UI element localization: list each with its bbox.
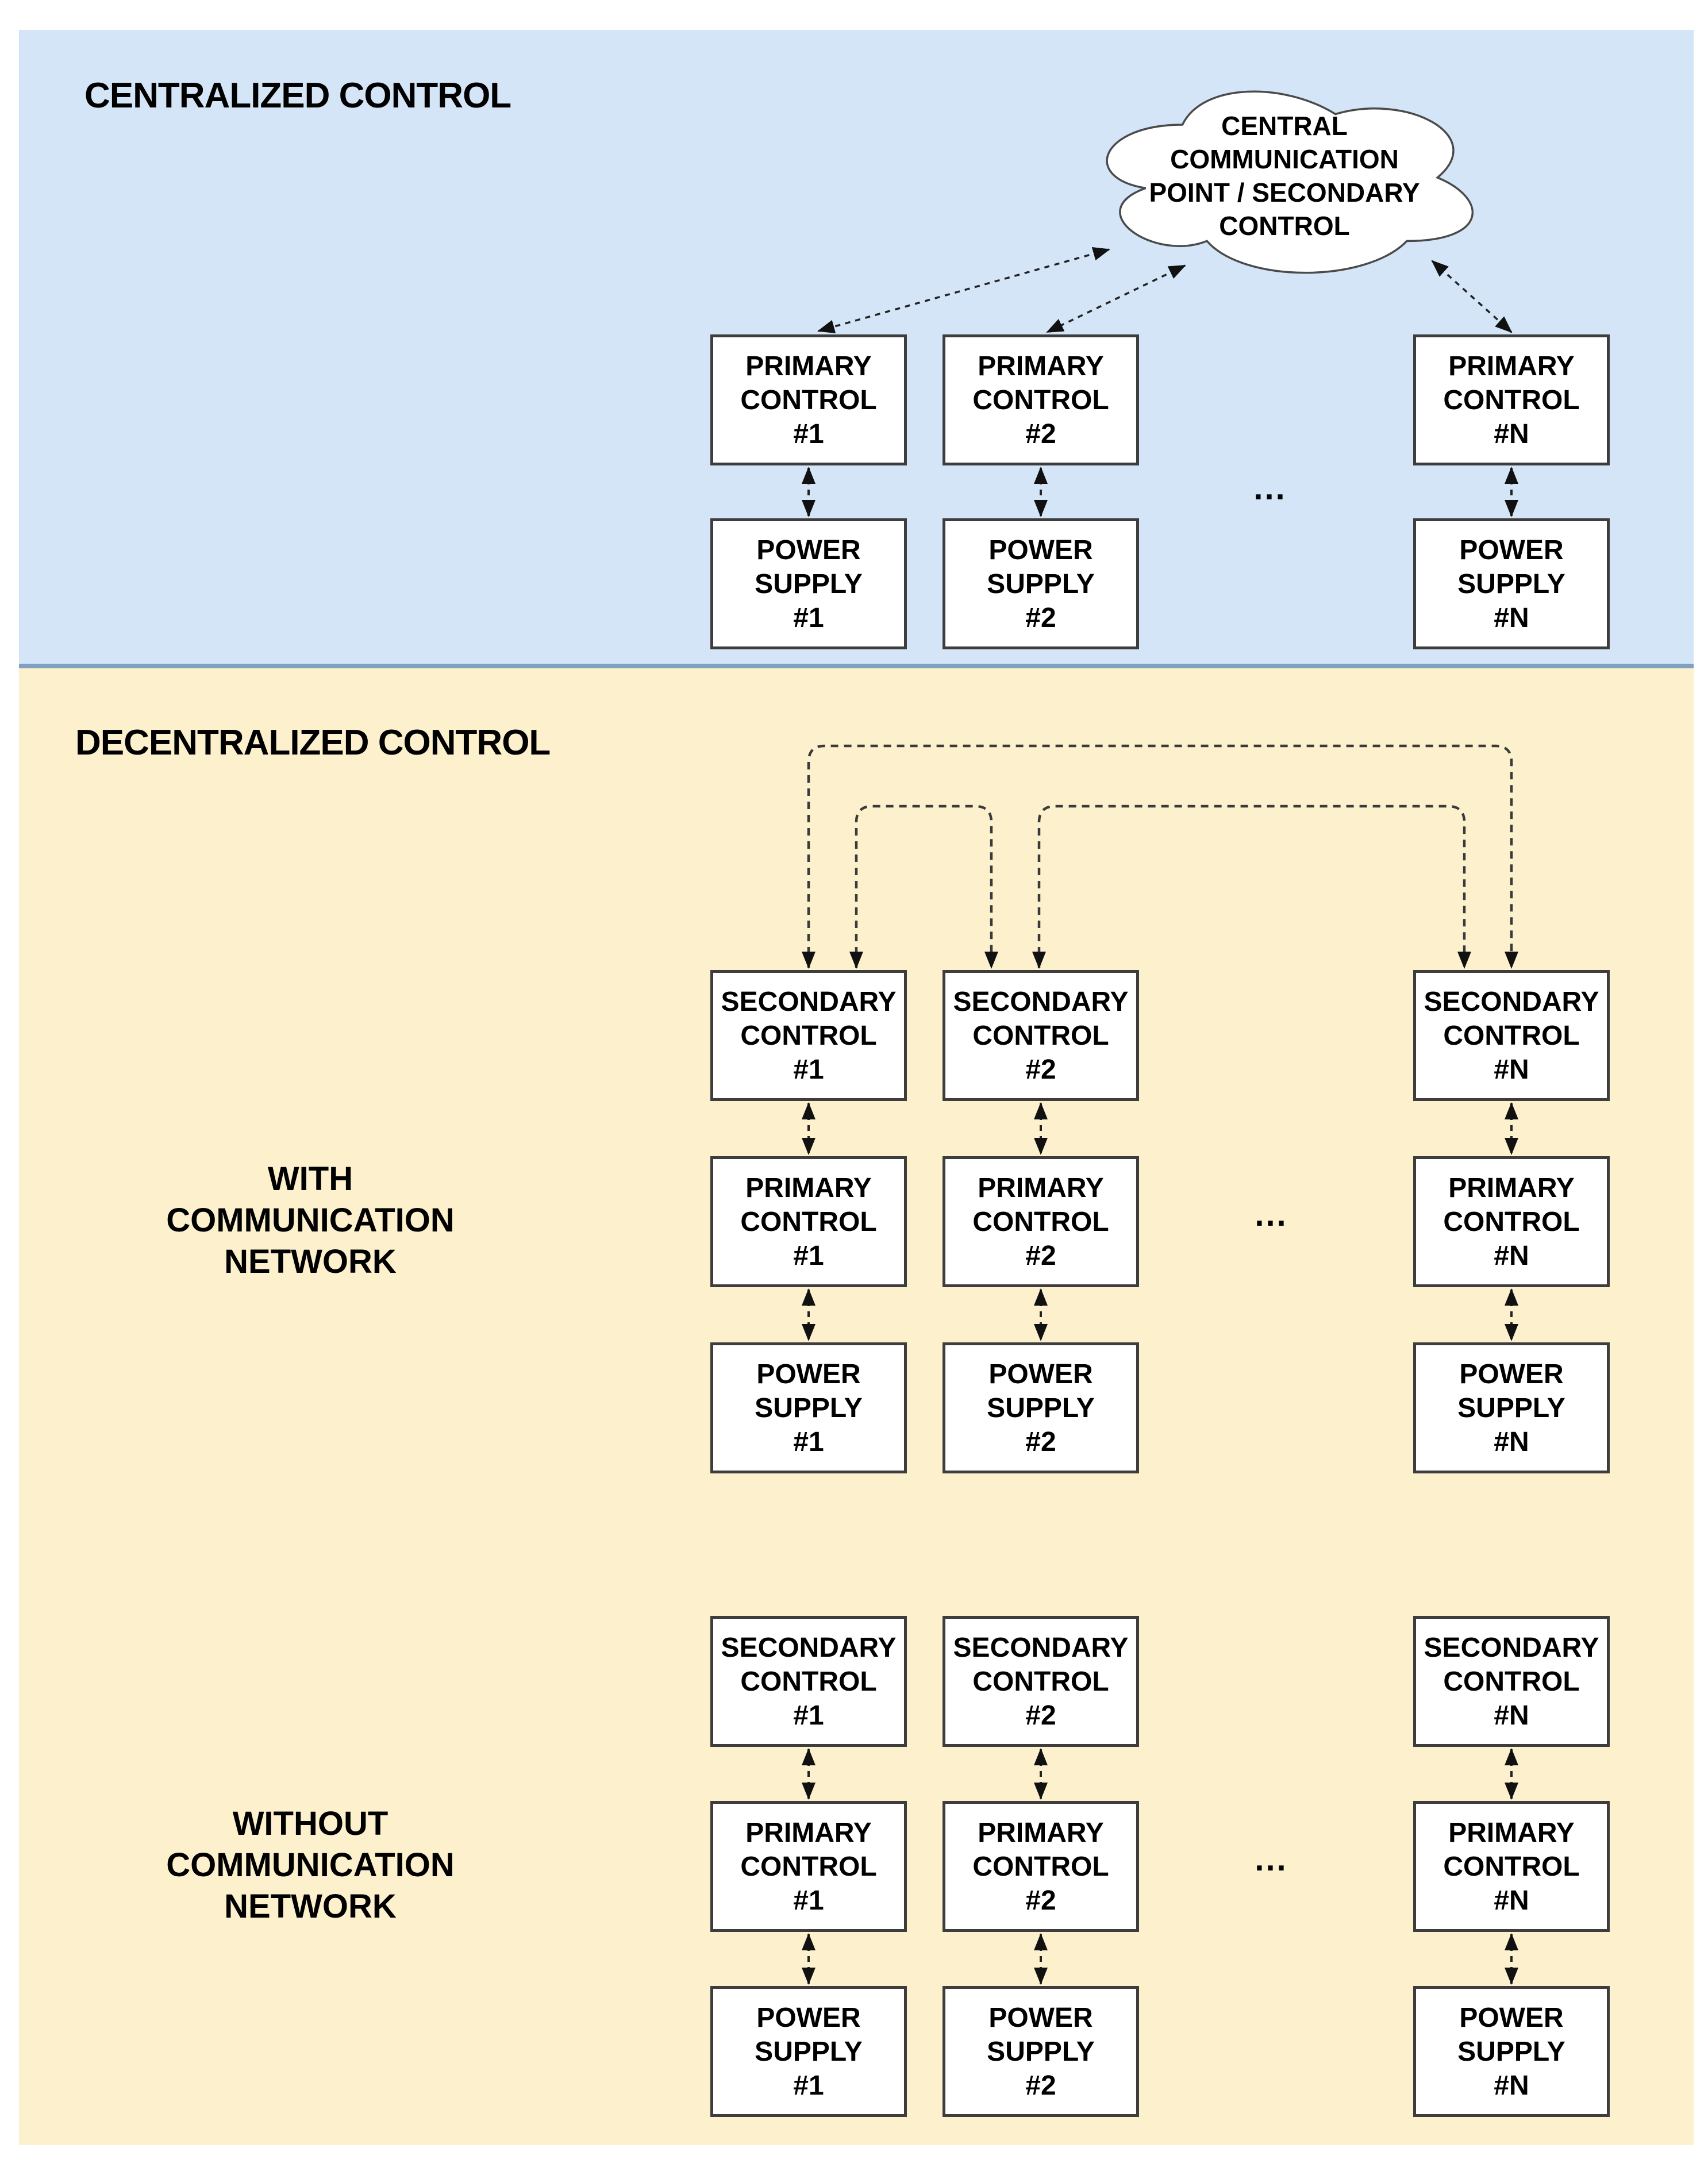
bus-secondary-2-n — [1032, 805, 1471, 969]
decentralized-title: DECENTRALIZED CONTROL — [75, 723, 551, 763]
box-wn-primary-1: PRIMARY CONTROL #1 — [710, 1156, 907, 1287]
box-centralized-primary-1: PRIMARY CONTROL #1 — [710, 334, 907, 465]
box-wn-secondary-1: SECONDARY CONTROL #1 — [710, 970, 907, 1101]
box-centralized-power-n: POWER SUPPLY #N — [1413, 518, 1610, 649]
box-won-secondary-n: SECONDARY CONTROL #N — [1413, 1616, 1610, 1747]
cloud-shape — [1106, 90, 1474, 274]
box-wn-primary-2: PRIMARY CONTROL #2 — [943, 1156, 1139, 1287]
arrow-cloud-primary-n — [1431, 260, 1513, 333]
without-network-ellipsis: ... — [1255, 1841, 1288, 1878]
cloud-label: CENTRAL COMMUNICATION POINT / SECONDARY … — [1149, 111, 1420, 241]
bus-secondary-1-2 — [849, 805, 998, 969]
section-divider — [19, 664, 1694, 668]
box-wn-primary-n: PRIMARY CONTROL #N — [1413, 1156, 1610, 1287]
box-centralized-power-2: POWER SUPPLY #2 — [943, 518, 1139, 649]
box-won-secondary-2: SECONDARY CONTROL #2 — [943, 1616, 1139, 1747]
box-won-power-n: POWER SUPPLY #N — [1413, 1986, 1610, 2117]
box-wn-secondary-2: SECONDARY CONTROL #2 — [943, 970, 1139, 1101]
box-won-secondary-1: SECONDARY CONTROL #1 — [710, 1616, 907, 1747]
with-network-label: WITH COMMUNICATION NETWORK — [166, 1160, 455, 1280]
box-centralized-power-1: POWER SUPPLY #1 — [710, 518, 907, 649]
arrow-cloud-primary-2 — [1046, 264, 1186, 333]
box-wn-power-n: POWER SUPPLY #N — [1413, 1342, 1610, 1473]
box-won-primary-2: PRIMARY CONTROL #2 — [943, 1801, 1139, 1932]
without-network-label: WITHOUT COMMUNICATION NETWORK — [166, 1805, 455, 1925]
centralized-title: CENTRALIZED CONTROL — [84, 76, 511, 116]
box-won-primary-n: PRIMARY CONTROL #N — [1413, 1801, 1610, 1932]
box-won-primary-1: PRIMARY CONTROL #1 — [710, 1801, 907, 1932]
box-won-power-1: POWER SUPPLY #1 — [710, 1986, 907, 2117]
box-wn-power-2: POWER SUPPLY #2 — [943, 1342, 1139, 1473]
box-centralized-primary-n: PRIMARY CONTROL #N — [1413, 334, 1610, 465]
centralized-ellipsis: ... — [1253, 469, 1287, 507]
with-network-ellipsis: ... — [1255, 1196, 1288, 1233]
box-wn-secondary-n: SECONDARY CONTROL #N — [1413, 970, 1610, 1101]
arrow-cloud-primary-1 — [817, 247, 1110, 333]
box-centralized-primary-2: PRIMARY CONTROL #2 — [943, 334, 1139, 465]
box-wn-power-1: POWER SUPPLY #1 — [710, 1342, 907, 1473]
box-won-power-2: POWER SUPPLY #2 — [943, 1986, 1139, 2117]
bus-secondary-1-n — [802, 744, 1518, 969]
